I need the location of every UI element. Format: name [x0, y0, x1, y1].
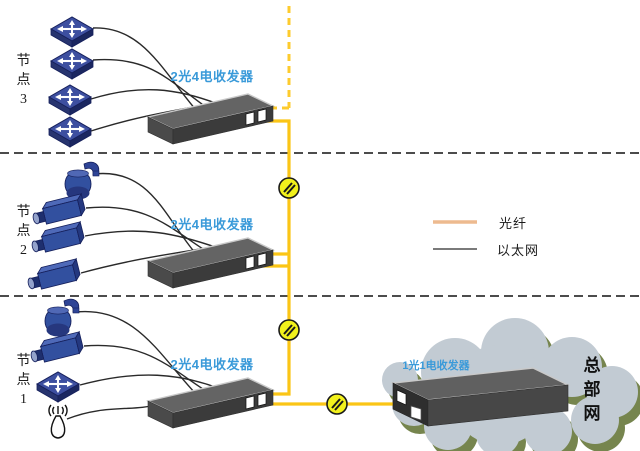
transceiver-node3-label: 2光4电收发器: [170, 69, 254, 84]
box-camera-icon: [24, 258, 82, 293]
transceiver-node1-label: 2光4电收发器: [170, 357, 254, 372]
dome-camera-icon: [64, 161, 100, 200]
fiber-trunk: [263, 119, 291, 396]
legend-fiber-label: 光纤: [499, 216, 528, 231]
fiber-uplink-dashed: [266, 6, 291, 110]
fiber-lines: [258, 6, 402, 406]
wireless-antenna-icon: [48, 404, 68, 439]
dome-camera-icon: [44, 298, 80, 337]
fiber-connector-icon: [326, 393, 348, 415]
box-camera-icon: [27, 331, 85, 366]
transceiver-headquarters: [390, 367, 571, 427]
transceiver-headquarters-label: 1光1电收发器: [402, 360, 470, 372]
fiber-connector-icon: [278, 177, 300, 199]
box-camera-icon: [29, 193, 87, 228]
ethernet-switch-icon: [49, 47, 95, 81]
node1-label: 节点1: [16, 354, 31, 407]
transceiver-node2-label: 2光4电收发器: [170, 217, 254, 232]
ethernet-cables: [66, 27, 231, 420]
node2-label: 节点2: [16, 205, 31, 258]
ethernet-switch-icon: [47, 115, 93, 149]
ethernet-switch-icon: [35, 370, 81, 404]
headquarters-cloud-label: 总部网: [583, 356, 601, 423]
fiber-connector-icon: [278, 319, 300, 341]
legend-ethernet-label: 以太网: [497, 243, 540, 258]
ethernet-switch-icon: [47, 83, 93, 117]
box-camera-icon: [28, 221, 86, 256]
ethernet-switch-icon: [49, 15, 95, 49]
node3-label: 节点3: [16, 54, 31, 107]
